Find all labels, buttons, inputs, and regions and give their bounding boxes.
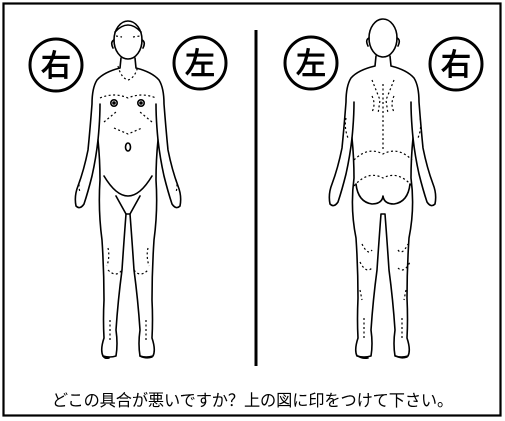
back-marker-right: 右 — [430, 38, 482, 90]
front-groin — [104, 176, 152, 196]
instruction-text: どこの具合が悪いですか？上の図に印をつけて下さい。 — [0, 389, 505, 413]
front-marker-right: 右 — [30, 39, 82, 91]
front-marker-right-text: 右 — [41, 49, 71, 84]
back-body-figure — [329, 19, 435, 358]
front-dotted-landmarks — [79, 36, 177, 340]
outer-frame — [4, 4, 501, 416]
front-ears — [112, 40, 145, 48]
back-ears — [367, 38, 400, 46]
back-marker-left-text: 左 — [296, 47, 326, 82]
back-body-outline — [329, 56, 435, 357]
back-buttocks — [356, 184, 410, 204]
back-dotted-landmarks — [345, 80, 420, 338]
front-body-outline — [75, 58, 180, 357]
front-marker-left: 左 — [174, 37, 226, 89]
back-marker-left: 左 — [285, 37, 337, 89]
back-head — [369, 19, 397, 57]
front-navel — [126, 143, 131, 151]
front-head — [114, 21, 142, 59]
back-marker-right-text: 右 — [441, 48, 471, 83]
front-inner-legs — [116, 196, 140, 214]
front-marker-left-text: 左 — [185, 47, 215, 82]
front-body-figure — [75, 21, 180, 358]
